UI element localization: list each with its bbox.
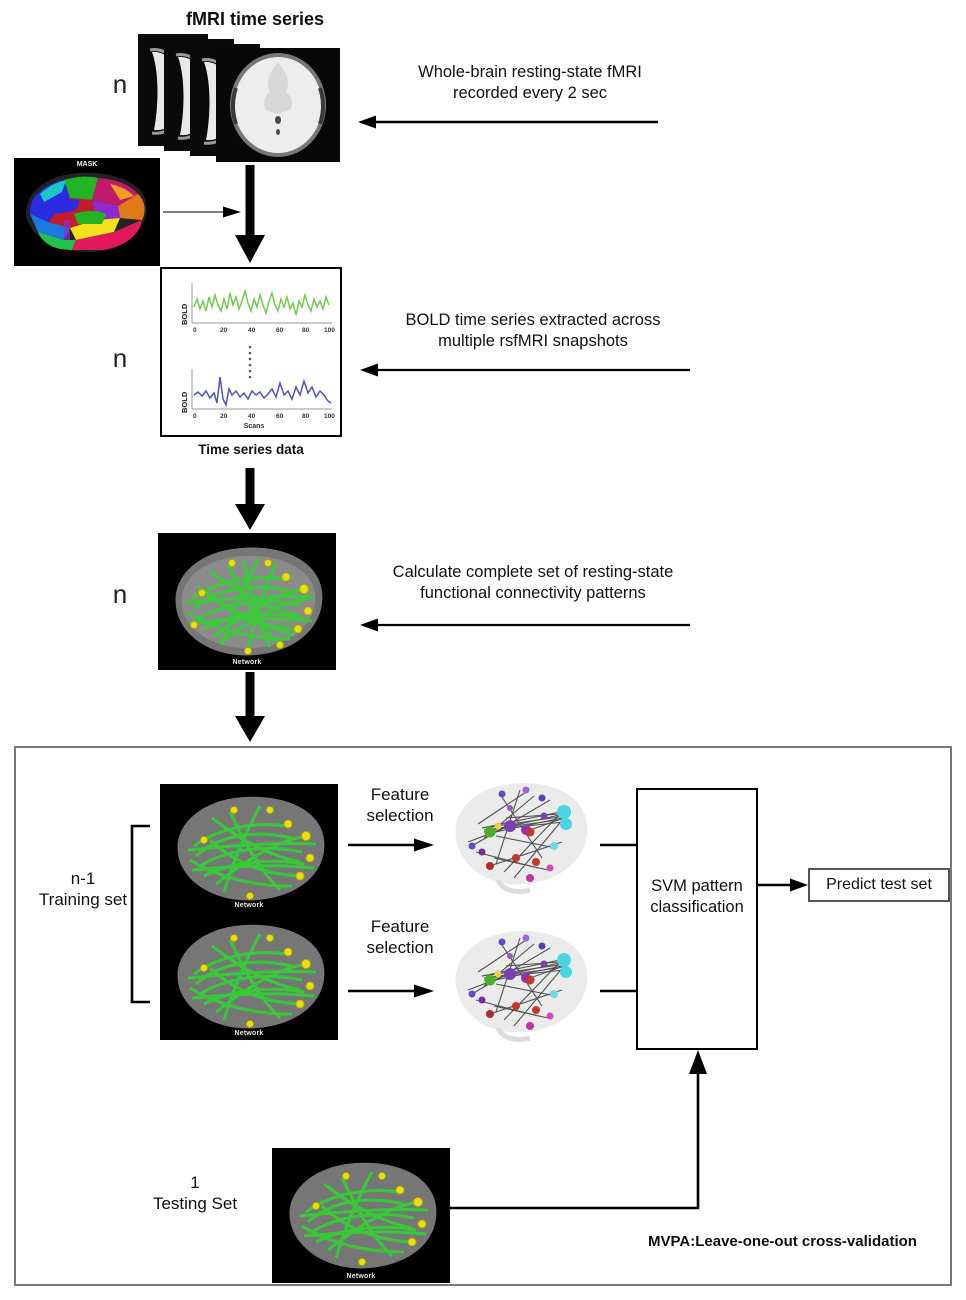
svg-text:Scans: Scans [244,423,265,430]
ellipsis-dots [246,345,254,381]
stage3-annotation-line2: functional connectivity patterns [420,583,646,602]
svg-text:60: 60 [276,327,284,334]
stage2-arrow [360,363,690,377]
testing-set-label-line1: 1 [190,1173,200,1192]
connectome-image-1 [438,772,598,902]
svm-to-predict-arrow [758,878,808,892]
svg-text:0: 0 [193,327,197,334]
stage2-annotation-line2: multiple rsfMRI snapshots [438,331,628,350]
stage2-n-label: n [112,343,128,373]
arrow-stage1-to-stage2 [232,165,268,263]
network-brain-train-1: Network [160,784,338,912]
predict-test-set-box[interactable]: Predict test set [808,868,950,902]
network-label-stage3: Network [232,659,262,666]
stage3-n-label: n [112,579,128,609]
stage1-annotation-line2: recorded every 2 sec [452,83,608,102]
svg-text:80: 80 [302,413,310,420]
arrow-stage2-to-stage3 [232,468,268,530]
stage1-annotation: Whole-brain resting-state fMRI recorded … [370,62,690,103]
mvpa-caption: MVPA:Leave-one-out cross-validation [648,1233,917,1250]
connectome-image-2 [438,920,598,1050]
training-set-label: n-1 Training set [18,868,148,911]
stage3-annotation: Calculate complete set of resting-state … [368,562,698,603]
stage1-n-label: n [112,69,128,99]
stage3-annotation-line1: Calculate complete set of resting-state [392,563,674,581]
svm-label-line2: classification [650,897,744,916]
mask-label: MASK [76,161,98,168]
timeseries-box: BOLD 0 20 40 60 80 100 BOLD [160,267,342,437]
svg-text:20: 20 [220,327,228,334]
svg-text:40: 40 [248,413,256,420]
network-brain-stage3: Network [158,533,336,670]
stage1-arrow [358,115,658,129]
training-set-label-line2: Training set [38,890,128,910]
svg-text:80: 80 [302,327,310,334]
svg-text:0: 0 [193,413,197,420]
testing-set-label-line2: Testing Set [152,1194,238,1214]
training-set-label-line1: n-1 [70,869,96,888]
bold-plot-2: BOLD 0 20 40 60 80 100 Scans [170,365,336,433]
network-label-test: Network [346,1273,376,1280]
feature-selection-arrow-2 [348,984,434,998]
bold-plot-1: BOLD 0 20 40 60 80 100 [170,277,336,339]
feature-selection-2-line2: selection [366,938,434,958]
arrow-stage3-to-mvpa [232,672,268,742]
feature-selection-label-2: Feature selection [340,916,460,959]
stage2-annotation: BOLD time series extracted across multip… [368,310,698,351]
page-title: fMRI time series [185,9,325,29]
svm-label-line1: SVM pattern [651,877,743,895]
predict-test-set-label: Predict test set [826,876,932,893]
svg-text:40: 40 [248,327,256,334]
testing-to-svm-arrow [448,1050,708,1210]
svm-box[interactable]: SVM pattern classification [636,788,758,1050]
svg-text:20: 20 [220,413,228,420]
feature-selection-1-line1: Feature [370,785,430,804]
feature-selection-arrow-1 [348,838,434,852]
svg-text:100: 100 [324,327,335,334]
fmri-slice-4 [216,48,340,162]
svg-text:60: 60 [276,413,284,420]
feature-selection-label-1: Feature selection [340,784,460,827]
stage1-annotation-line1: Whole-brain resting-state fMRI [418,63,642,81]
feature-selection-1-line2: selection [366,806,434,826]
timeseries-caption: Time series data [198,442,304,457]
testing-set-label: 1 Testing Set [110,1172,280,1215]
training-set-bracket [126,824,152,1004]
svg-text:100: 100 [324,413,335,420]
mask-arrow [163,206,241,218]
feature-selection-2-line1: Feature [370,917,430,936]
network-brain-train-2: Network [160,912,338,1040]
stage3-arrow [360,618,690,632]
stage2-annotation-line1: BOLD time series extracted across [405,311,661,329]
network-label-train-2: Network [234,1030,264,1037]
network-brain-test: Network [272,1148,450,1283]
mask-brain-image: MASK [14,158,160,266]
network-label-train-1: Network [234,902,264,909]
fmri-slice-stack [138,34,358,162]
